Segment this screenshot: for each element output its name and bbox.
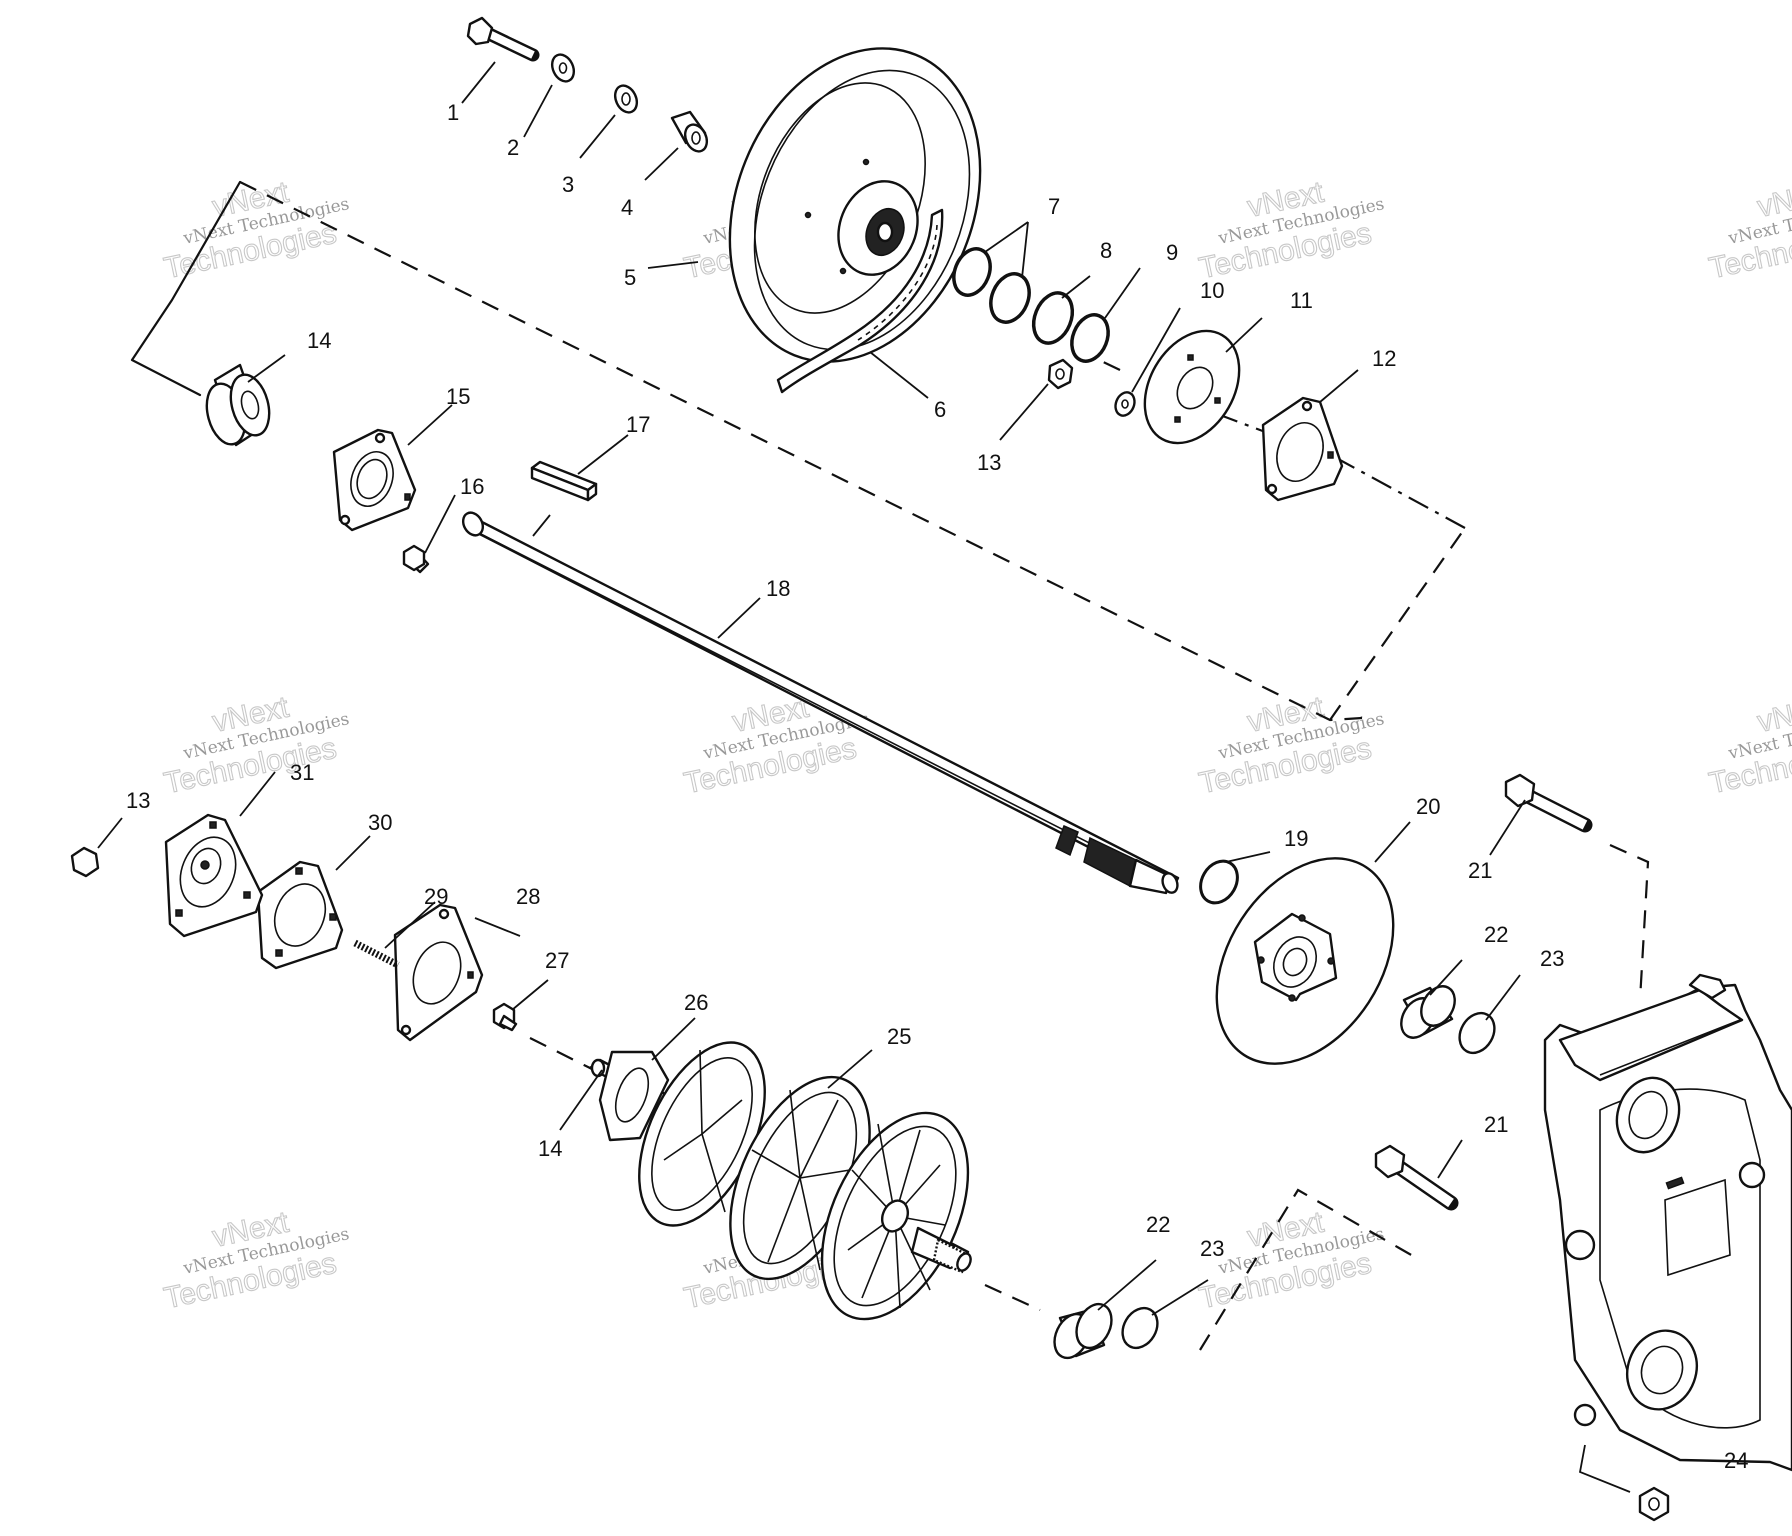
watermark: vNext vNext Technologies Technologies xyxy=(1706,175,1792,286)
flange-part-12 xyxy=(1261,396,1344,502)
watermark: vNext vNext Technologies Technologies xyxy=(1706,690,1792,801)
callout-21-lower: 21 xyxy=(1484,1112,1508,1137)
callout-4: 4 xyxy=(621,195,633,220)
bushing-part-22-lower xyxy=(1053,1302,1113,1360)
cover-part-31 xyxy=(164,813,264,938)
watermark: vNext vNext Technologies Technologies xyxy=(161,1205,351,1316)
watermark: vNext vNext Technologies Technologies xyxy=(681,690,871,801)
callout-13-lower: 13 xyxy=(126,788,150,813)
callout-13: 13 xyxy=(977,450,1001,475)
callout-9: 9 xyxy=(1166,240,1178,265)
pin-part-29 xyxy=(353,939,400,969)
washer-part-3 xyxy=(613,84,639,114)
nut-part-13 xyxy=(1047,358,1074,390)
spacer-part-4 xyxy=(670,110,709,153)
ring-part-19 xyxy=(1199,859,1239,905)
callout-19: 19 xyxy=(1284,826,1308,851)
callout-23: 23 xyxy=(1540,946,1564,971)
bolt-part-1 xyxy=(466,16,540,62)
shaft-part-18 xyxy=(461,511,1180,895)
callout-26: 26 xyxy=(684,990,708,1015)
bolt-part-27 xyxy=(492,1002,518,1032)
oring-part-9 xyxy=(1070,313,1110,363)
callout-11: 11 xyxy=(1290,288,1313,313)
nut-part-24 xyxy=(1638,1486,1670,1522)
bolt-part-21 xyxy=(1504,773,1593,833)
callout-22-lower: 22 xyxy=(1146,1212,1170,1237)
disc-part-20 xyxy=(1215,857,1395,1065)
oring-part-8 xyxy=(1031,291,1075,345)
callout-30: 30 xyxy=(368,810,392,835)
seal-part-23-lower xyxy=(1121,1306,1159,1350)
chaincase-housing xyxy=(1543,973,1792,1472)
callout-31: 31 xyxy=(290,760,314,785)
callout-10: 10 xyxy=(1200,278,1224,303)
callout-24: 24 xyxy=(1724,1448,1748,1473)
callout-28: 28 xyxy=(516,884,540,909)
callout-14-lower: 14 xyxy=(538,1136,562,1161)
flange-part-15 xyxy=(332,428,417,532)
flange-part-28 xyxy=(393,903,484,1042)
callout-6: 6 xyxy=(934,397,946,422)
callout-25: 25 xyxy=(887,1024,911,1049)
callout-29: 29 xyxy=(424,884,448,909)
nut-part-13-lower xyxy=(70,846,100,878)
bushing-part-22 xyxy=(1400,985,1456,1039)
watermark: vNext vNext Technologies Technologies xyxy=(161,690,351,801)
leader-lines xyxy=(97,61,1631,1493)
callout-23-lower: 23 xyxy=(1200,1236,1224,1261)
oring-part-7 xyxy=(952,247,1031,324)
bolt-part-16 xyxy=(402,544,430,574)
callout-22: 22 xyxy=(1484,922,1508,947)
callout-17: 17 xyxy=(626,412,650,437)
callout-3: 3 xyxy=(562,172,574,197)
callout-8: 8 xyxy=(1100,238,1112,263)
callout-18: 18 xyxy=(766,576,790,601)
callout-7: 7 xyxy=(1048,194,1060,219)
watermark: vNext vNext Technologies Technologies xyxy=(1196,690,1386,801)
callout-16: 16 xyxy=(460,474,484,499)
plate-part-11 xyxy=(1143,329,1241,445)
callout-1: 1 xyxy=(447,100,459,125)
bolt-part-21-lower xyxy=(1374,1144,1459,1211)
gasket-part-30 xyxy=(256,860,344,970)
bearing-part-14 xyxy=(205,363,271,447)
drive-shaft-part-25 xyxy=(588,1041,972,1321)
key-part-17 xyxy=(530,460,598,502)
callout-15: 15 xyxy=(446,384,470,409)
callout-12: 12 xyxy=(1372,346,1396,371)
chain-part-6 xyxy=(776,208,944,394)
bearing-part-14-lower xyxy=(590,1058,606,1078)
callout-labels: 1 2 3 4 5 6 7 8 9 10 11 12 13 14 15 16 1… xyxy=(126,100,1748,1473)
callout-20: 20 xyxy=(1416,794,1440,819)
callout-14: 14 xyxy=(307,328,331,353)
callout-21: 21 xyxy=(1468,858,1492,883)
watermarks: vNext vNext Technologies Technologies vN… xyxy=(161,175,1792,1316)
callout-27: 27 xyxy=(545,948,569,973)
flange-part-26 xyxy=(598,1050,670,1142)
seal-part-23 xyxy=(1458,1011,1496,1055)
washer-part-2 xyxy=(550,53,576,83)
assembly-lines xyxy=(130,180,1650,1351)
callout-5: 5 xyxy=(624,265,636,290)
washer-part-10 xyxy=(1114,391,1136,417)
watermark: vNext vNext Technologies Technologies xyxy=(1196,175,1386,286)
callout-2: 2 xyxy=(507,135,519,160)
